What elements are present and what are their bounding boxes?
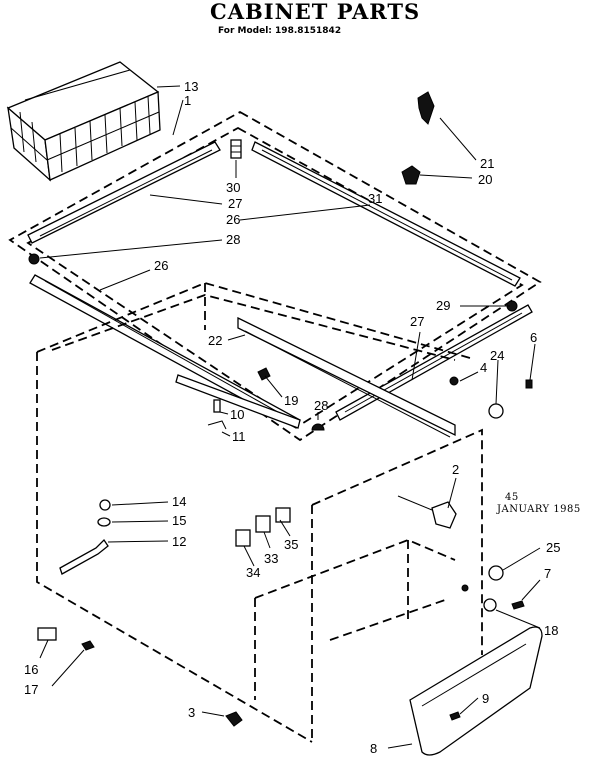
inner-rail bbox=[237, 316, 456, 438]
light-bulb-part bbox=[99, 499, 111, 511]
model-subtitle: For Model: 198.8151842 bbox=[218, 26, 341, 36]
callout-labels: 13 1 30 27 31 26 28 26 21 20 29 27 22 24… bbox=[24, 79, 560, 756]
breaker-strip-rear-left bbox=[27, 141, 221, 244]
callout-25: 25 bbox=[546, 540, 560, 555]
callout-15: 15 bbox=[172, 513, 186, 528]
lid-stop-part bbox=[28, 253, 40, 265]
hinge-spring-part bbox=[230, 139, 242, 159]
callout-16: 16 bbox=[24, 662, 38, 677]
hinge-cover-part bbox=[401, 165, 421, 185]
grommet-part bbox=[488, 403, 504, 419]
drain-tube-part bbox=[59, 538, 109, 575]
callout-4: 4 bbox=[480, 360, 487, 375]
screw-part-3 bbox=[511, 600, 525, 610]
drain-cap-part bbox=[37, 627, 57, 641]
breaker-strip-front-left bbox=[29, 274, 301, 429]
thermostat-bracket bbox=[207, 420, 227, 430]
callout-20: 20 bbox=[478, 172, 492, 187]
revision-date: JANUARY 1985 bbox=[496, 504, 581, 515]
thermostat-knob-part bbox=[213, 399, 221, 413]
leveling-leg-part bbox=[525, 379, 533, 389]
breaker-strip-rear-right bbox=[251, 141, 521, 287]
callout-28-top: 28 bbox=[226, 232, 240, 247]
callout-29: 29 bbox=[436, 298, 450, 313]
callout-8: 8 bbox=[370, 741, 377, 756]
callout-30: 30 bbox=[226, 180, 240, 195]
wire-basket bbox=[6, 61, 161, 182]
rubber-bumper-part bbox=[311, 423, 325, 431]
access-panel bbox=[409, 626, 543, 756]
callout-33: 33 bbox=[264, 551, 278, 566]
callout-22: 22 bbox=[208, 333, 222, 348]
callout-19: 19 bbox=[284, 393, 298, 408]
grommet-part-2 bbox=[488, 565, 504, 581]
top-frame-outline bbox=[8, 110, 542, 442]
callout-28-mid: 28 bbox=[314, 398, 328, 413]
leader-lines bbox=[39, 85, 541, 749]
inner-rail-left bbox=[175, 374, 301, 429]
callout-34: 34 bbox=[246, 565, 260, 580]
callout-10: 10 bbox=[230, 407, 244, 422]
callout-35: 35 bbox=[284, 537, 298, 552]
hinge-bracket-part bbox=[417, 91, 435, 125]
callout-12: 12 bbox=[172, 534, 186, 549]
lamp-socket-part bbox=[97, 517, 111, 527]
callout-1: 1 bbox=[184, 93, 191, 108]
screw-part bbox=[449, 376, 459, 386]
callout-27-top: 27 bbox=[228, 196, 242, 211]
callout-14: 14 bbox=[172, 494, 186, 509]
callout-31: 31 bbox=[368, 191, 382, 206]
screw-part-4 bbox=[461, 584, 469, 592]
power-cord-bracket-part bbox=[431, 501, 457, 529]
drain-fitting-part bbox=[81, 640, 95, 651]
label-plate-part-2 bbox=[255, 515, 271, 533]
callout-7: 7 bbox=[544, 566, 551, 581]
revision-number: 45 bbox=[505, 492, 519, 503]
callout-6: 6 bbox=[530, 330, 537, 345]
callout-11: 11 bbox=[232, 429, 246, 444]
callout-13: 13 bbox=[184, 79, 198, 94]
clip-part bbox=[225, 711, 243, 727]
top-frame-inner-outline bbox=[26, 126, 524, 427]
hinge-screw-part bbox=[257, 367, 271, 381]
screw-part-2 bbox=[483, 598, 497, 612]
callout-26-top: 26 bbox=[226, 212, 240, 227]
callout-2: 2 bbox=[452, 462, 459, 477]
page-title: CABINET PARTS bbox=[210, 0, 420, 24]
callout-24: 24 bbox=[490, 348, 504, 363]
label-plate-part bbox=[235, 529, 251, 547]
callout-9: 9 bbox=[482, 691, 489, 706]
callout-18: 18 bbox=[544, 623, 558, 638]
callout-3: 3 bbox=[188, 705, 195, 720]
callout-17: 17 bbox=[24, 682, 38, 697]
callout-21: 21 bbox=[480, 156, 494, 171]
label-plate-part-3 bbox=[275, 507, 291, 523]
callout-26-mid: 26 bbox=[154, 258, 168, 273]
callout-27-right: 27 bbox=[410, 314, 424, 329]
cabinet-body-outline bbox=[36, 282, 483, 743]
